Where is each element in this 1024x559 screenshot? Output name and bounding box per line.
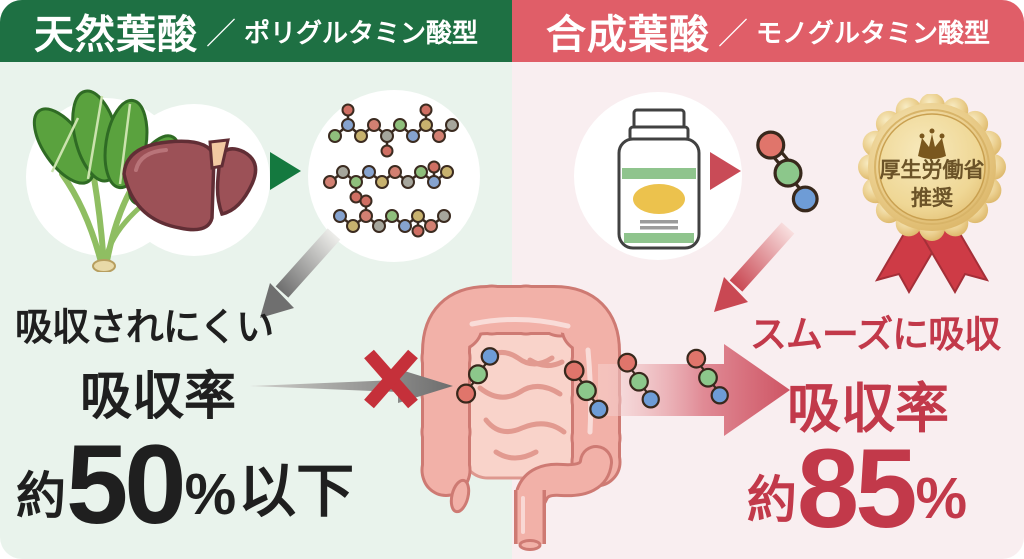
header-natural-subtitle: ポリグルタミン酸型 bbox=[243, 17, 478, 48]
rate-number-natural: 50 bbox=[66, 421, 187, 547]
header-natural: 天然葉酸 ／ ポリグルタミン酸型 bbox=[0, 0, 512, 62]
header-synthetic-subtitle: モノグルタミン酸型 bbox=[755, 17, 990, 48]
rate-value-natural: 約 50 % 以下 bbox=[16, 416, 416, 547]
caption-synthetic: スムーズに吸収 bbox=[749, 314, 1001, 355]
header-synthetic: 合成葉酸 ／ モノグルタミン酸型 bbox=[512, 0, 1024, 62]
rate-label-natural: 吸収率 bbox=[79, 368, 236, 426]
folate-molecule-icon bbox=[617, 352, 661, 410]
arrow-blocked-gray-icon bbox=[250, 369, 453, 403]
arrow-down-red-icon bbox=[714, 222, 795, 312]
folate-molecule-icon bbox=[563, 360, 610, 420]
crown-icon bbox=[918, 128, 946, 159]
rate-prefix-synthetic: 約 bbox=[746, 472, 797, 528]
rate-prefix-natural: 約 bbox=[16, 468, 66, 524]
supplement-bottle-icon bbox=[617, 108, 701, 250]
folate-molecule-icon bbox=[686, 348, 730, 406]
rate-number-synthetic: 85 bbox=[796, 425, 918, 551]
rate-suffix-natural: 以下 bbox=[238, 459, 355, 524]
rate-unit-natural: % bbox=[184, 462, 237, 527]
folate-molecule-icon bbox=[455, 346, 501, 404]
rate-value-synthetic: 約 85 % bbox=[710, 414, 1006, 551]
header-natural-separator: ／ bbox=[205, 18, 236, 51]
header-synthetic-separator: ／ bbox=[717, 18, 748, 51]
badge-line-2: 推奨 bbox=[911, 187, 953, 210]
rate-label-synthetic: 吸収率 bbox=[787, 379, 949, 439]
arrow-right-red-icon bbox=[710, 152, 741, 190]
header-synthetic-title: 合成葉酸 bbox=[545, 13, 710, 57]
arrow-absorb-pink-icon bbox=[598, 344, 790, 436]
arrow-right-green-icon bbox=[270, 152, 301, 190]
rate-unit-synthetic: % bbox=[915, 466, 968, 531]
caption-natural: 吸収されにくい bbox=[14, 307, 274, 349]
liver-icon bbox=[122, 138, 258, 232]
polyglutamate-molecule-icon bbox=[323, 103, 459, 238]
badge-line-1: 厚生労働省 bbox=[879, 159, 985, 182]
badge-medal-icon bbox=[858, 94, 1006, 294]
header-natural-title: 天然葉酸 bbox=[33, 13, 198, 57]
monoglutamate-molecule-icon bbox=[755, 130, 821, 214]
x-mark-icon bbox=[364, 349, 418, 409]
arrow-down-gray-icon bbox=[260, 228, 341, 318]
